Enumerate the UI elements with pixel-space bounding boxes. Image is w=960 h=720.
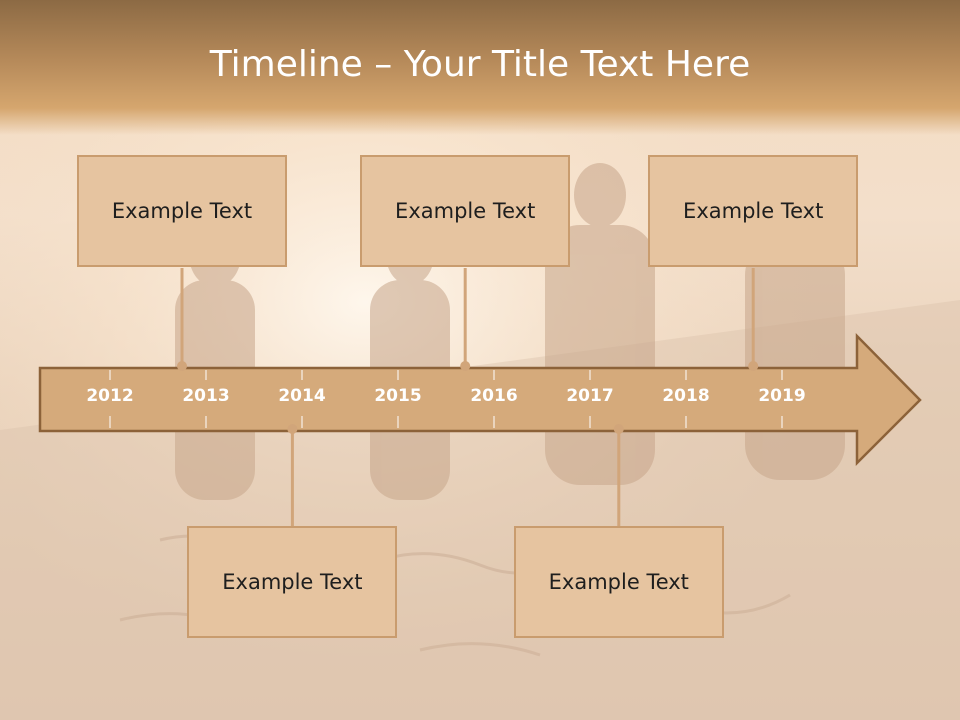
year-label: 2012 [86,386,134,406]
year-label: 2014 [278,386,326,406]
event-box: Example Text [187,526,398,638]
timeline-arrow [38,332,922,467]
event-connectors [177,268,759,528]
event-text: Example Text [222,570,363,594]
event-marker [613,424,624,434]
year-label: 2019 [758,386,806,406]
year-label: 2015 [374,386,422,406]
year-ticks [109,370,783,428]
event-box: Example Text [77,155,287,267]
event-marker [748,361,759,371]
title-bar [0,0,960,135]
event-text: Example Text [111,199,253,223]
event-box: Example Text [360,155,571,267]
event-marker [460,361,471,371]
slide-title: Timeline – Your Title Text Here [209,44,751,85]
event-marker [287,424,298,434]
event-marker [177,361,187,371]
event-box: Example Text [513,526,724,638]
event-text: Example Text [683,199,824,223]
event-text: Example Text [395,199,536,223]
year-label: 2018 [662,386,710,406]
year-label: 2017 [566,386,614,406]
year-label: 2013 [182,386,230,406]
event-text: Example Text [548,570,689,594]
year-label: 2016 [470,386,518,406]
event-box: Example Text [648,155,859,267]
